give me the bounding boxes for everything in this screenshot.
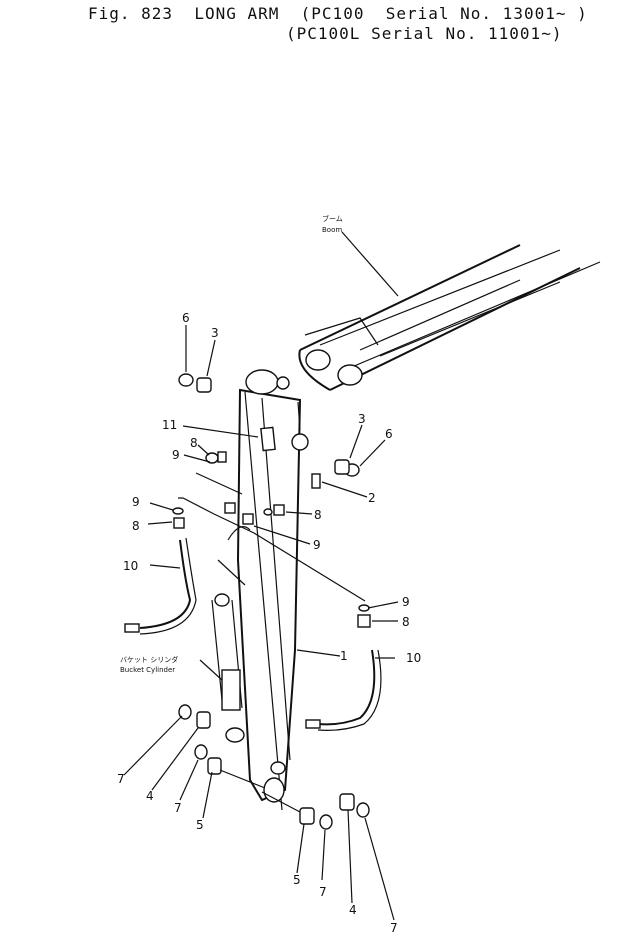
callout-5: 5 <box>293 873 301 887</box>
callout-7: 7 <box>117 772 125 786</box>
bucket-cylinder-label-en: Bucket Cylinder <box>120 666 175 674</box>
callout-4: 4 <box>349 903 357 917</box>
callout-7: 7 <box>174 801 182 815</box>
boom <box>298 244 601 391</box>
callout-6: 6 <box>182 311 190 325</box>
callout-10: 10 <box>123 559 138 573</box>
callout-11: 11 <box>162 418 177 432</box>
callout-7: 7 <box>390 921 398 935</box>
boom-label-jp: ブーム <box>322 214 343 223</box>
callout-8: 8 <box>132 519 140 533</box>
hose-left <box>124 537 197 635</box>
hose-right <box>305 649 382 731</box>
callout-8: 8 <box>402 615 410 629</box>
callout-9: 9 <box>402 595 410 609</box>
callout-8: 8 <box>190 436 198 450</box>
figure-header: Fig. 823 LONG ARM (PC100 Serial No. 1300… <box>0 0 642 50</box>
figure-subtitle: (PC100L Serial No. 11001~) <box>286 24 563 43</box>
callout-3: 3 <box>358 412 366 426</box>
long-arm <box>217 369 309 811</box>
callout-9: 9 <box>132 495 140 509</box>
callout-2: 2 <box>368 491 376 505</box>
callout-1: 1 <box>340 649 348 663</box>
callout-5: 5 <box>196 818 204 832</box>
figure-title: Fig. 823 LONG ARM (PC100 Serial No. 1300… <box>88 4 588 23</box>
leader-lines <box>123 231 399 921</box>
callout-9: 9 <box>313 538 321 552</box>
callout-10: 10 <box>406 651 421 665</box>
callout-3: 3 <box>211 326 219 340</box>
boom-label-en: Boom <box>322 226 342 234</box>
callout-4: 4 <box>146 789 154 803</box>
callout-9: 9 <box>172 448 180 462</box>
bucket-cylinder <box>211 593 245 743</box>
callouts: 6 3 11 8 9 3 6 2 9 8 8 9 10 9 8 10 1 7 4… <box>117 311 421 935</box>
callout-8: 8 <box>314 508 322 522</box>
bucket-cylinder-label-jp: バケット シリンダ <box>120 655 178 664</box>
callout-6: 6 <box>385 427 393 441</box>
callout-7: 7 <box>319 885 327 899</box>
